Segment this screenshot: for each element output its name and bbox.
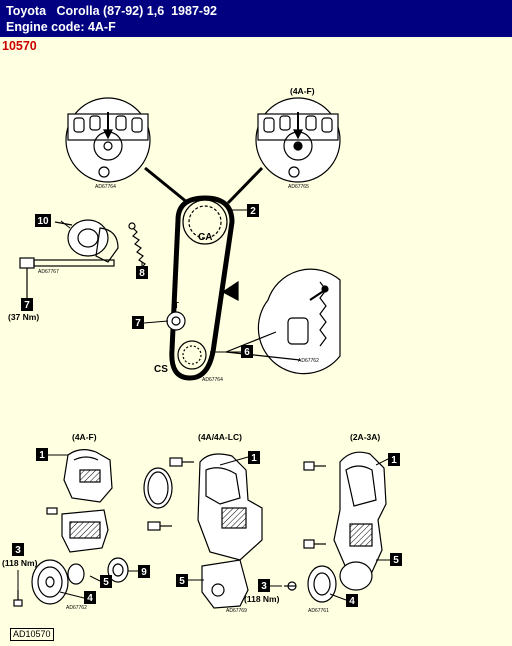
engine-code: Engine code: 4A-F: [6, 20, 116, 34]
callout-2: 2: [247, 204, 259, 217]
torque-118-left: (118 Nm): [2, 558, 38, 568]
fig-code-3: AD67767: [38, 269, 59, 275]
title-bar: Toyota Corolla (87-92) 1,6 1987-92 Engin…: [0, 0, 512, 37]
callout-8: 8: [136, 266, 148, 279]
svg-text:4: 4: [87, 593, 93, 604]
callout-7-tensioner: 7: [132, 316, 144, 329]
label-4a-4alc: (4A/4A-LC): [198, 432, 242, 442]
cam-inset-right: [255, 97, 341, 183]
leader-lines: [17, 209, 390, 601]
svg-text:3: 3: [261, 581, 267, 592]
torque-37: (37 Nm): [8, 312, 39, 322]
years-text: 1987-92: [171, 4, 217, 18]
svg-text:2: 2: [250, 206, 256, 217]
timing-belt-diagram: 2 6 10 8 7 7 1 1 1 3 5 9 4 5 3 5 4 (4A-F…: [2, 86, 402, 614]
svg-text:9: 9: [141, 567, 147, 578]
covers-4a-4alc: [143, 453, 297, 609]
callout-1-4a: 1: [248, 451, 260, 464]
callout-7-bolt: 7: [21, 298, 33, 311]
fig-code-8: AD67761: [308, 608, 329, 614]
label-4af-top: (4A-F): [290, 86, 315, 96]
callout-3-4a: 3: [258, 579, 270, 592]
callout-4-4af: 4: [84, 591, 96, 604]
svg-text:5: 5: [103, 577, 109, 588]
svg-text:3: 3: [15, 545, 21, 556]
fig-code-5: AD67764: [202, 377, 223, 383]
torque-118-right: (118 Nm): [244, 594, 280, 604]
label-4af-bottom: (4A-F): [72, 432, 97, 442]
vehicle-title: Toyota Corolla (87-92) 1,6 1987-92: [6, 3, 217, 19]
callout-5-4a: 5: [176, 574, 188, 587]
label-crankshaft: CS: [154, 364, 168, 375]
svg-text:1: 1: [251, 453, 257, 464]
fig-code-4: AD67762: [298, 358, 319, 364]
fig-code-7: AD67769: [226, 608, 247, 614]
svg-text:5: 5: [393, 555, 399, 566]
svg-text:8: 8: [139, 268, 145, 279]
svg-text:4: 4: [349, 596, 355, 607]
callout-10: 10: [35, 214, 51, 227]
fig-code-1: AD67764: [95, 184, 116, 190]
footer-code: AD10570: [10, 628, 54, 641]
svg-text:10: 10: [37, 216, 49, 227]
reference-number: 10570: [2, 39, 37, 53]
svg-text:1: 1: [39, 450, 45, 461]
callout-6: 6: [241, 345, 253, 358]
svg-text:7: 7: [135, 318, 141, 329]
svg-text:1: 1: [391, 455, 397, 466]
crank-inset: [225, 268, 341, 375]
callout-1-2a: 1: [388, 453, 400, 466]
tensioner-spring: [128, 222, 146, 274]
callout-5-2a: 5: [390, 553, 402, 566]
svg-text:6: 6: [244, 347, 250, 358]
callout-5-4af: 5: [100, 575, 112, 588]
svg-text:7: 7: [24, 300, 30, 311]
label-2a-3a: (2A-3A): [350, 432, 380, 442]
callout-9: 9: [138, 565, 150, 578]
label-camshaft: CA: [198, 232, 212, 243]
tensioner-bolt: [19, 257, 115, 298]
covers-2a-3a: [303, 451, 387, 603]
label-tensioner: T: [174, 301, 179, 310]
callout-1-4af: 1: [36, 448, 48, 461]
fig-code-6: AD67762: [66, 605, 87, 611]
callout-4-2a: 4: [346, 594, 358, 607]
covers-4af: [13, 449, 129, 607]
make-text: Toyota: [6, 4, 47, 18]
timing-belt: [166, 195, 239, 381]
fig-code-2: AD67765: [288, 184, 309, 190]
cam-inset-left: [65, 97, 151, 183]
model-text: Corolla (87-92) 1,6: [56, 4, 165, 18]
callout-3-4af: 3: [12, 543, 24, 556]
svg-text:5: 5: [179, 576, 185, 587]
tensioner-pulley: [54, 219, 119, 263]
